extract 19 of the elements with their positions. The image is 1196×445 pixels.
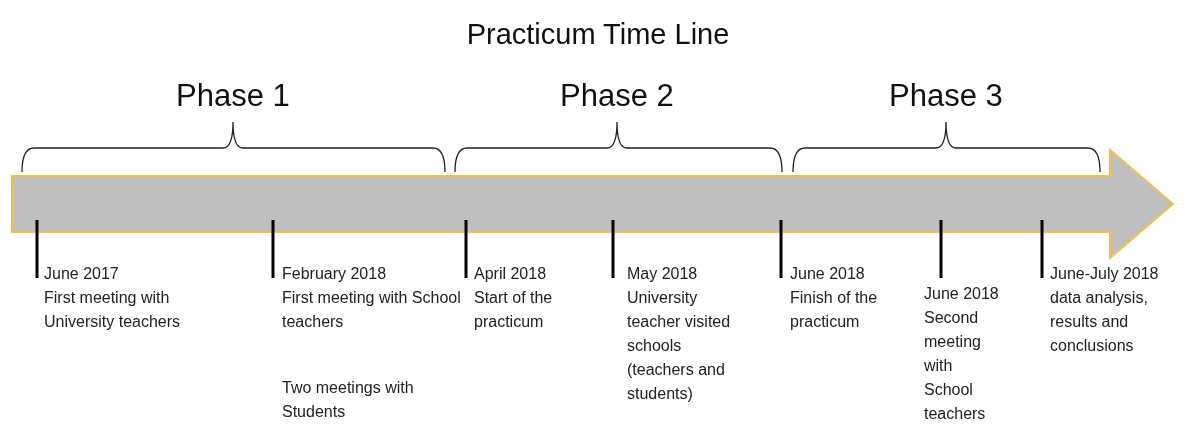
phase-label: Phase 3 (888, 78, 1004, 114)
event-description: University teacher visited schools (teachers and students) (627, 288, 732, 404)
date-label: June 2018 (790, 264, 866, 284)
diagram-title: Practicum Time Line (465, 18, 731, 51)
phase-label: Phase 1 (175, 78, 291, 114)
event-description: First meeting with University teachers (44, 288, 182, 332)
event-description: Second meeting with School teachers (924, 308, 987, 424)
event-description: Finish of the practicum (790, 288, 879, 332)
event-description: Start of the practicum (474, 288, 554, 332)
date-label: June-July 2018 (1050, 264, 1160, 284)
event-description: Two meetings with Students (282, 378, 415, 422)
date-label: February 2018 (282, 264, 388, 284)
date-label: April 2018 (474, 264, 548, 284)
event-description: First meeting with School teachers (282, 288, 462, 332)
phase-label: Phase 2 (559, 78, 675, 114)
event-description: data analysis, results and conclusions (1050, 288, 1149, 356)
date-label: June 2017 (44, 264, 120, 284)
date-label: May 2018 (627, 264, 699, 284)
date-label: June 2018 (924, 284, 1000, 304)
